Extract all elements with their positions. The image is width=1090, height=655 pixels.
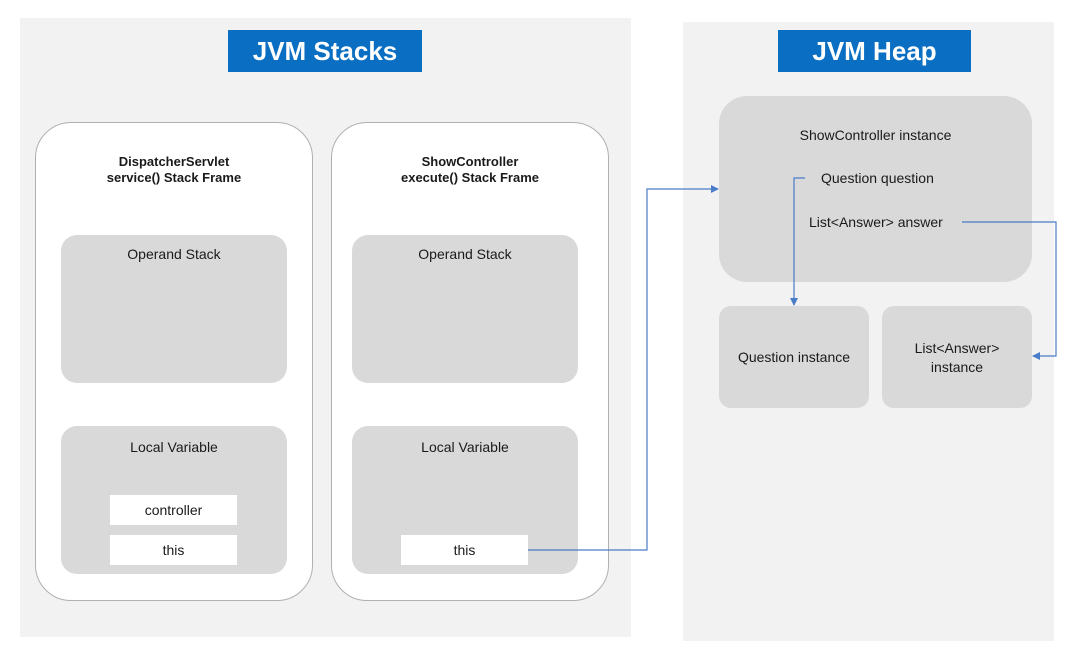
show-controller-frame-title: ShowController execute() Stack Frame (331, 154, 609, 186)
field-question: Question question (821, 170, 934, 186)
dispatcher-frame-title-line1: DispatcherServlet (118, 154, 230, 169)
show-controller-operand-stack (352, 235, 578, 383)
answer-list-instance-label-line2: instance (930, 359, 984, 375)
answer-list-instance (882, 306, 1032, 408)
answer-list-instance-label: List<Answer> instance (882, 339, 1032, 377)
this-to-show-controller-arrow (528, 185, 719, 551)
dispatcher-operand-stack (61, 235, 287, 383)
show-controller-instance-label: ShowController instance (799, 127, 952, 143)
answer-field-to-answer-list-instance-arrow (962, 221, 1057, 360)
question-instance-label: Question instance (737, 349, 851, 365)
answer-list-instance-label-line1: List<Answer> (914, 340, 1000, 356)
dispatcher-frame-title-line2: service() Stack Frame (106, 170, 242, 185)
jvm-stacks-title: JVM Stacks (228, 30, 422, 72)
jvm-heap-title: JVM Heap (778, 30, 971, 72)
dispatcher-operand-stack-label: Operand Stack (127, 246, 221, 262)
show-controller-local-variable-label: Local Variable (421, 439, 509, 455)
dispatcher-var-this: this (110, 535, 237, 565)
show-controller-operand-stack-label: Operand Stack (418, 246, 512, 262)
field-answer: List<Answer> answer (809, 214, 943, 230)
dispatcher-local-variable-label: Local Variable (130, 439, 218, 455)
show-controller-instance (719, 96, 1032, 282)
show-controller-frame-title-line1: ShowController (421, 154, 519, 169)
dispatcher-var-controller: controller (110, 495, 237, 525)
show-controller-frame-title-line2: execute() Stack Frame (400, 170, 539, 185)
question-instance (719, 306, 869, 408)
question-field-to-question-instance-arrow (790, 177, 805, 306)
show-controller-var-this: this (401, 535, 528, 565)
dispatcher-frame-title: DispatcherServlet service() Stack Frame (35, 154, 313, 186)
